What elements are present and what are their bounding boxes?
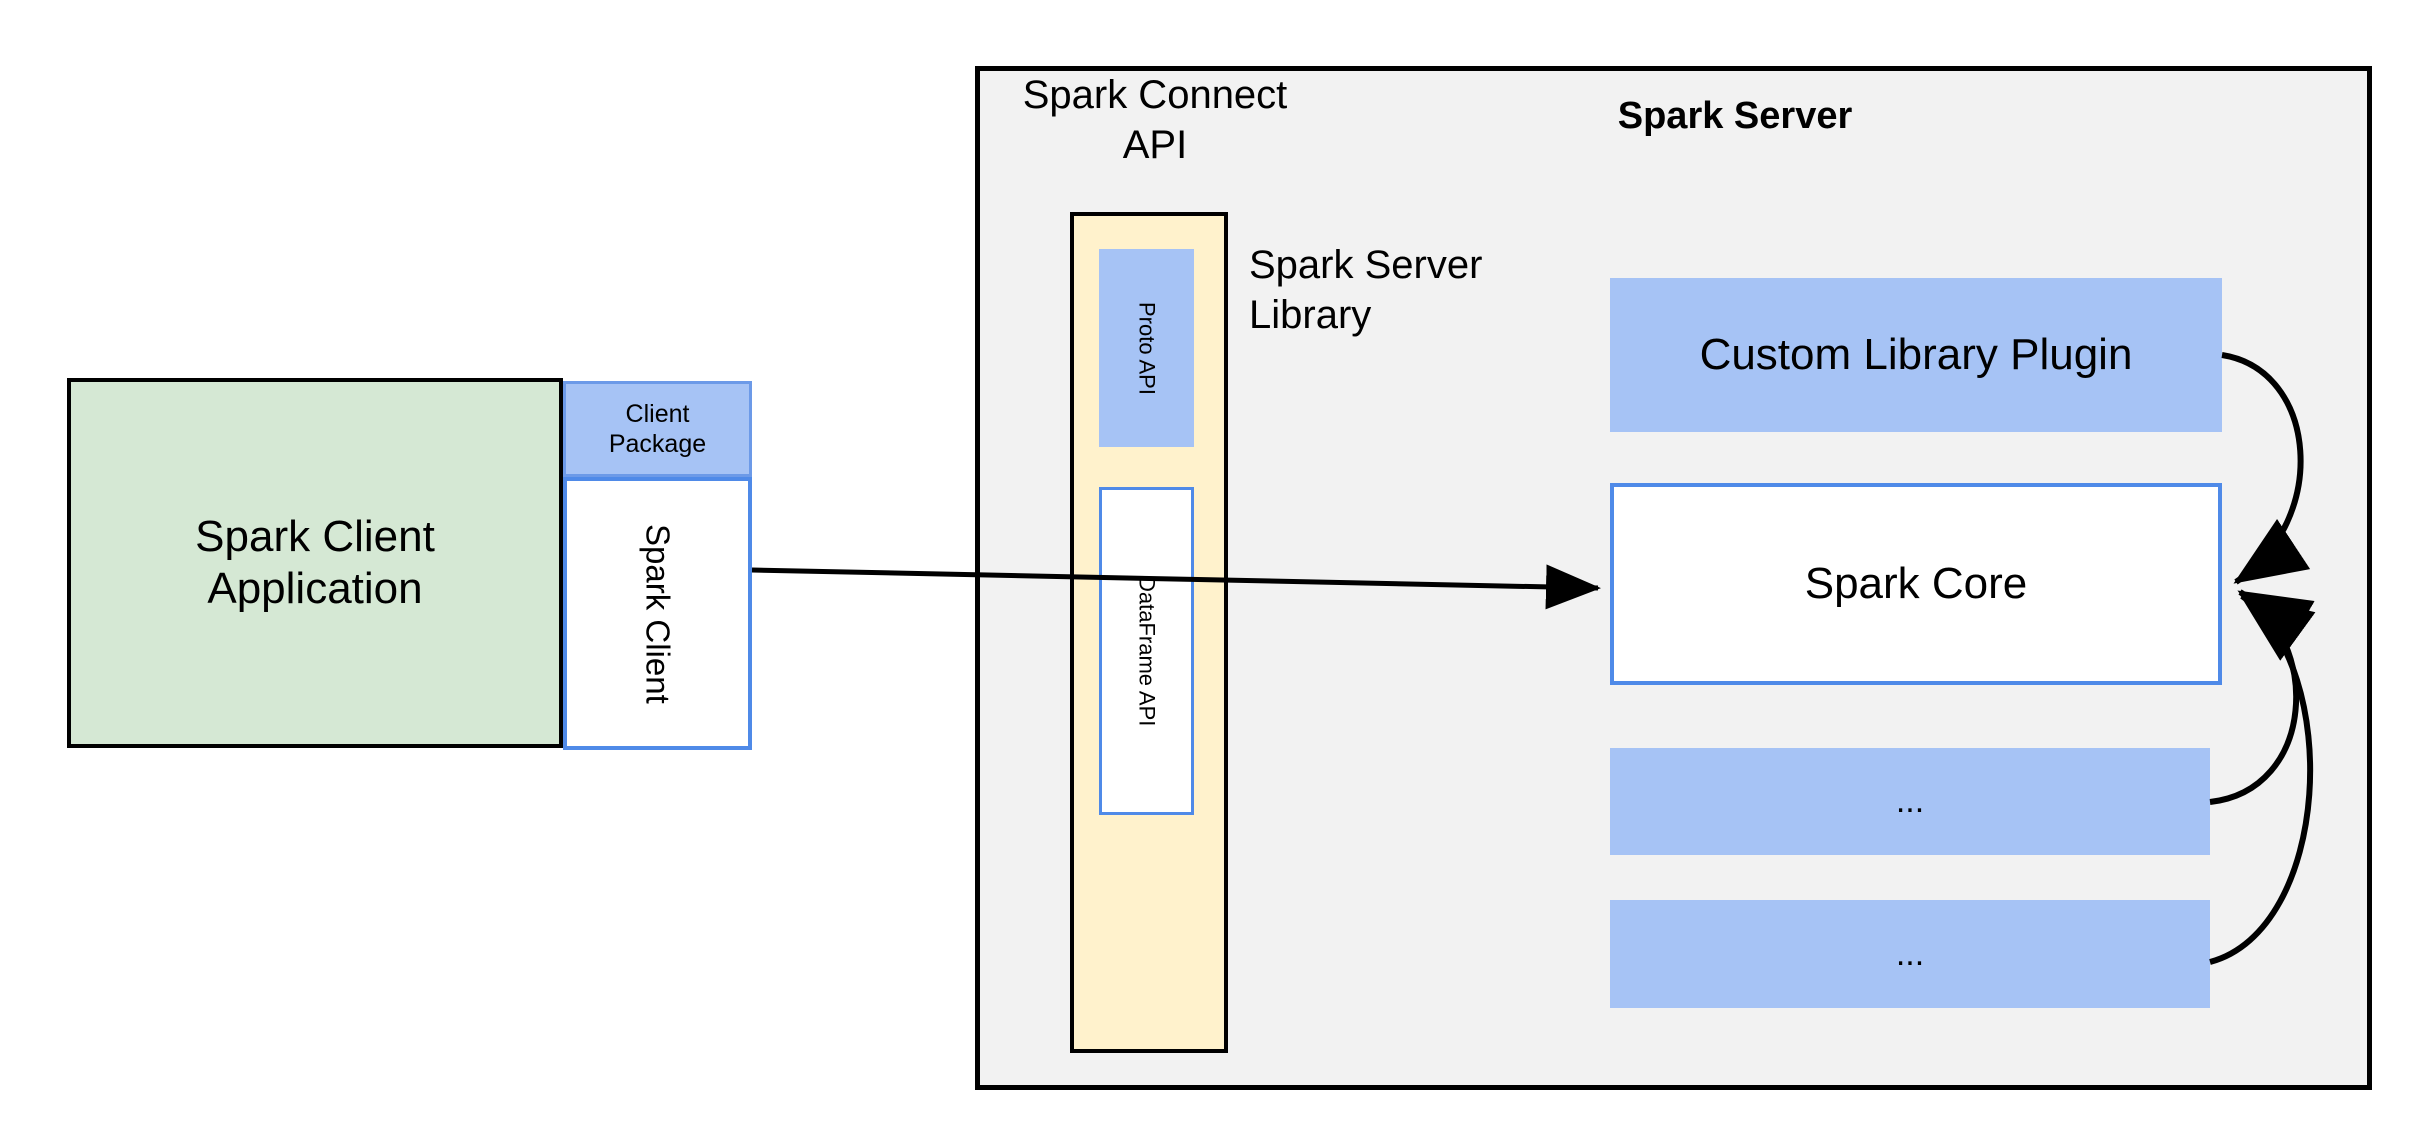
ellipsis-box-1: ... bbox=[1610, 748, 2210, 855]
client-package-box: Client Package bbox=[563, 381, 752, 477]
spark-server-title: Spark Server bbox=[1617, 95, 1853, 137]
custom-library-plugin-box: Custom Library Plugin bbox=[1610, 278, 2222, 432]
spark-client-box: Spark Client bbox=[563, 477, 752, 750]
spark-core-box: Spark Core bbox=[1610, 483, 2222, 685]
dataframe-api-label: DataFrame API bbox=[1134, 575, 1160, 727]
spark-client-label: Spark Client bbox=[639, 523, 677, 704]
dataframe-api-box: DataFrame API bbox=[1099, 487, 1194, 815]
proto-api-label: Proto API bbox=[1134, 301, 1160, 395]
spark-connect-api-label: Spark Connect API bbox=[1022, 73, 1288, 168]
proto-api-box: Proto API bbox=[1099, 249, 1194, 447]
ellipsis-box-2: ... bbox=[1610, 900, 2210, 1008]
spark-server-library-label: Spark Server Library bbox=[1249, 243, 1483, 338]
spark-client-application-box: Spark Client Application bbox=[67, 378, 563, 748]
